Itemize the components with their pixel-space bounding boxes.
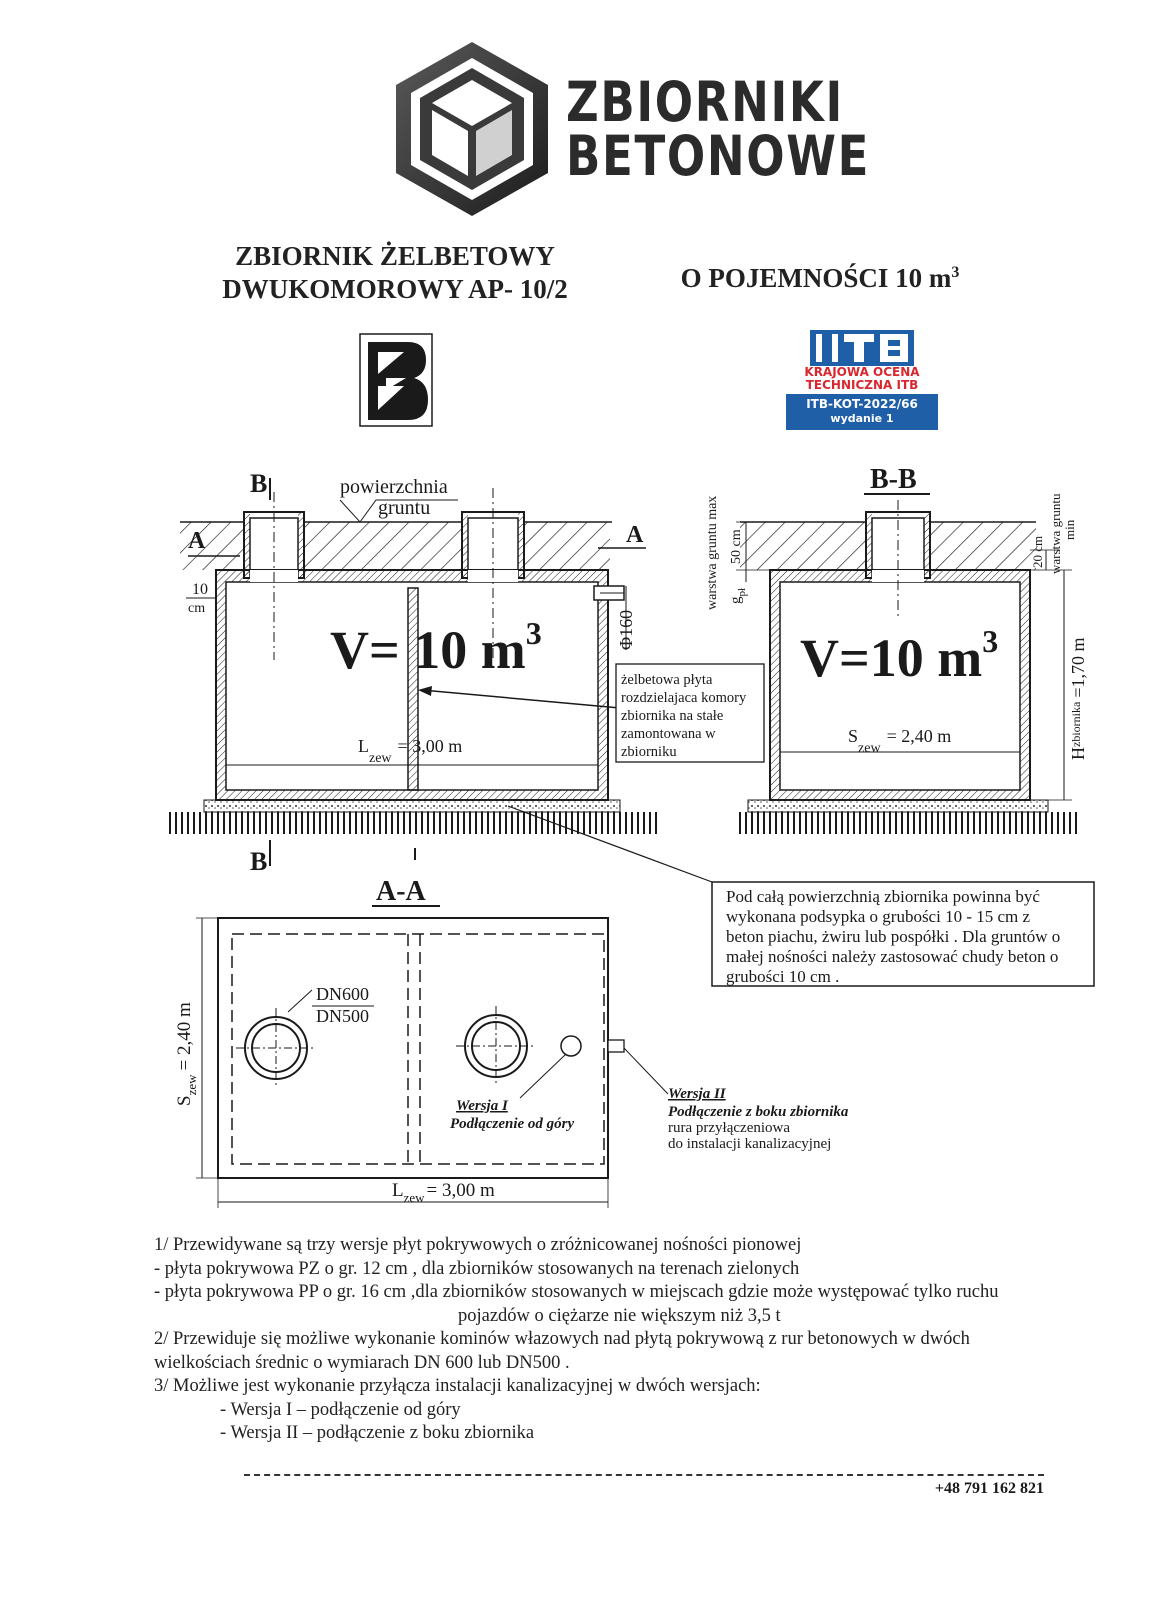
itb-line2: TECHNICZNA ITB [805,378,919,392]
dn-bottom: DN500 [316,1006,369,1026]
section-bb-title: B-B [870,464,917,495]
title-left: ZBIORNIK ŻELBETOWY DWUKOMOROWY AP- 10/2 [170,240,620,306]
length-aa-label: L [392,1180,404,1201]
note-line-3: - płyta pokrywowa PP o gr. 16 cm ,dla zb… [154,1282,999,1302]
volume-ab-sup: 3 [526,615,542,651]
note-line-8: - Wersja I – podłączenie od góry [220,1399,461,1420]
wall-unit: cm [188,601,205,616]
notes: 1/ Przewidywane są trzy wersje płyt pokr… [154,1234,1114,1446]
note-line-2: - płyta pokrywowa PZ o gr. 12 cm , dla z… [154,1258,800,1279]
footer-phone: +48 791 162 821 [934,1480,1044,1497]
height-bb: Hzbiornika =1,70 m [1068,638,1088,760]
bedding-line-1: Pod całą powierzchnią zbiornika powinna … [726,887,1040,906]
note-line-5: 2/ Przewiduje się możliwe wykonanie komi… [154,1329,970,1349]
soil-max-label: warstwa gruntu max [705,496,720,610]
length-ab-label: L [358,736,369,756]
length-aa: Lzew= 3,00 m [392,1180,495,1205]
callout-line-1: żelbetowa płyta [621,672,713,688]
itb-edition: wydanie 1 [830,412,894,425]
bedding-line-5: grubości 10 cm . [726,967,839,986]
volume-bb-main: V=10 m [800,628,982,688]
callout-line-2: rozdzielajaca komory [621,690,747,706]
callout-line-5: zbiorniku [621,744,677,760]
bedding-line-2: wykonana podsypka o grubości 10 - 15 cm … [726,907,1031,926]
note-line-6: wielkościach średnic o wymiarach DN 600 … [154,1352,570,1373]
note-line-9: - Wersja II – podłączenie z boku zbiorni… [220,1423,535,1443]
title-left-line2: DWUKOMOROWY AP- 10/2 [222,274,568,304]
wall-thickness: 10 [192,581,208,598]
volume-bb-sup: 3 [982,623,998,659]
ground-label-2: gruntu [378,497,430,519]
callout-line-4: zamontowana w [621,726,716,742]
logo-line2: BETONOWE [566,124,871,188]
volume-ab-main: V= 10 m [330,620,526,680]
length-ab: Lzew = 3,00 m [358,736,462,766]
version1-title: Wersja I [456,1098,509,1114]
pipe-diameter: Φ160 [616,610,636,650]
label-b-bottom: B [250,847,267,876]
width-aa-sub: zew [184,1074,199,1096]
volume-ab: V= 10 m3 [330,615,542,680]
title-right: O POJEMNOŚCI 10 m3 [640,256,1000,295]
soil-min-value: 20 cm [1030,536,1045,568]
label-b-top: B [250,469,267,498]
length-ab-sub: zew [369,751,392,766]
version2-title: Wersja II [668,1086,727,1102]
callout-line-3: zbiornika na stałe [621,708,723,724]
ground-label-1: powierzchnia [340,476,448,498]
section-longitudinal [168,478,765,866]
version2-line3: do instalacji kanalizacyjnej [668,1136,831,1152]
version2-desc: Podłączenie z boku zbiornika [668,1104,849,1120]
itb-badge: KRAJOWA OCENA TECHNICZNA ITB ITB-KOT-202… [786,330,938,430]
company-logo: ZBIORNIKI BETONOWE [392,40,868,220]
note-line-1: 1/ Przewidywane są trzy wersje płyt pokr… [154,1235,802,1255]
itb-code: ITB-KOT-2022/66 [806,397,918,411]
width-aa-label: S [174,1095,195,1106]
width-bb: Szew = 2,40 m [848,726,951,756]
section-transverse [736,500,1080,834]
width-aa-value: = 2,40 m [174,1002,195,1070]
technical-drawing: B B A A powierzchnia gruntu 10 cm V= 10 … [168,464,1095,1208]
length-ab-value: = 3,00 m [398,736,463,756]
itb-logo-icon [786,330,938,430]
itb-line1: KRAJOWA OCENA [804,365,920,379]
width-bb-value: = 2,40 m [887,726,952,746]
length-aa-value: = 3,00 m [427,1180,495,1201]
section-aa-title: A-A [376,876,427,907]
width-aa: Szew = 2,40 m [174,1002,199,1106]
width-bb-label: S [848,726,858,746]
g-label: gpł [728,588,748,604]
height-bb-value: =1,70 m [1068,638,1088,698]
label-a-right: A [626,522,644,548]
height-bb-label: H [1068,747,1088,760]
note-line-4: pojazdów o ciężarze nie większym niż 3,5… [458,1305,781,1326]
bedding-line-4: małej nośności należy zastosować chudy b… [726,947,1058,966]
b-letter-logo [359,333,433,427]
bedding-line-3: beton piachu, żwiru lub pospółki . Dla g… [726,927,1060,946]
version2-line2: rura przyłączeniowa [668,1120,790,1136]
g-label-sub: pł [736,588,748,597]
title-right-main: O POJEMNOŚCI 10 m [680,263,952,293]
footer-divider [244,1474,1044,1476]
note-line-7: 3/ Możliwe jest wykonanie przyłącza inst… [154,1376,761,1396]
logo-line1: ZBIORNIKI [566,70,844,134]
width-bb-sub: zew [858,741,881,756]
soil-min-label-1: warstwa gruntu [1048,493,1063,574]
title-left-line1: ZBIORNIK ŻELBETOWY [235,241,555,271]
soil-max-value: 50 cm [729,529,744,564]
version1-desc: Podłączenie od góry [450,1116,574,1132]
height-bb-sub: zbiornika [1069,701,1083,747]
length-aa-sub: zew [404,1190,426,1205]
label-a-left: A [188,528,206,554]
volume-bb: V=10 m3 [800,623,998,688]
hexagon-cube-icon [396,42,548,216]
dn-top: DN600 [316,984,369,1004]
title-right-sup: 3 [951,264,960,281]
g-label-main: g [728,596,744,604]
section-plan [196,905,669,1208]
soil-min-label-2: min [1062,519,1077,540]
